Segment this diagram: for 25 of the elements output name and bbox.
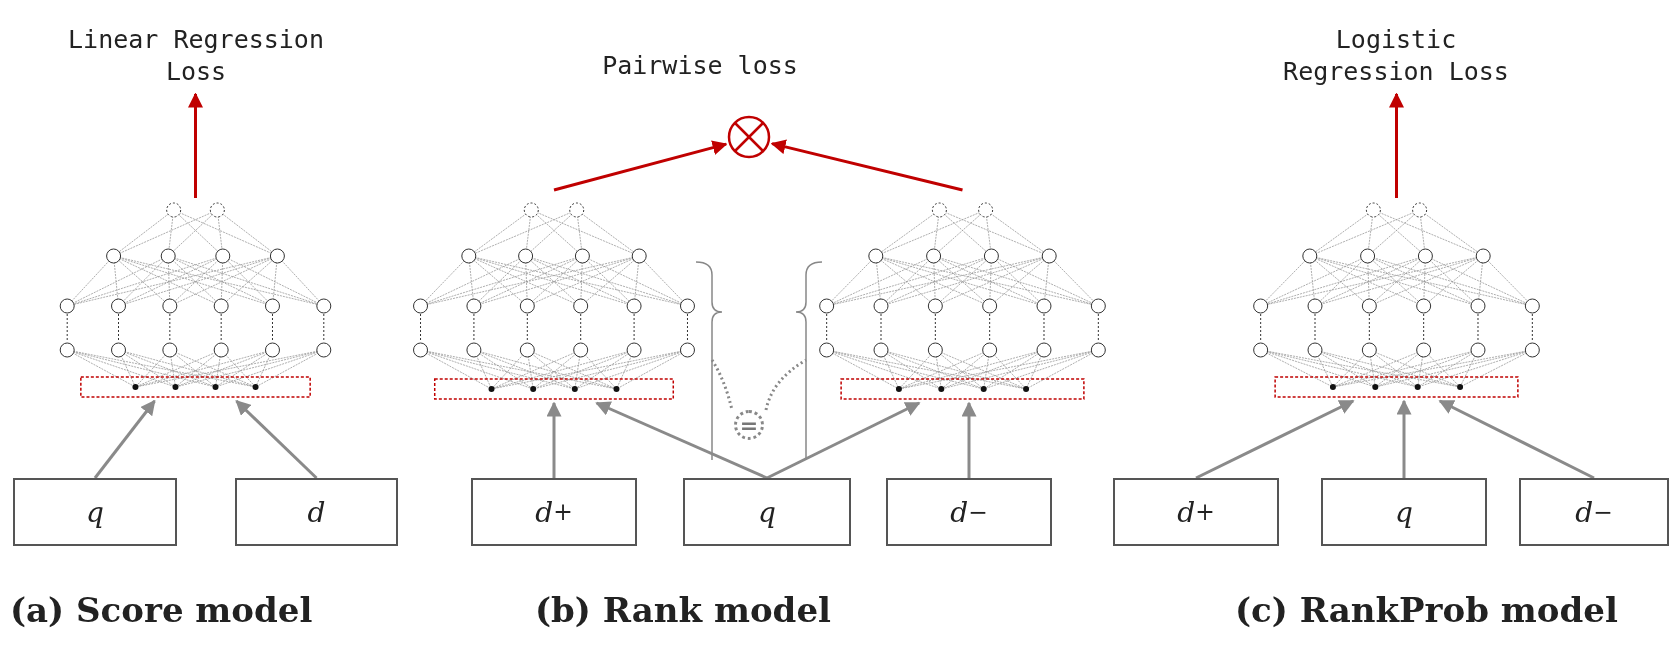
arrow (1389, 92, 1404, 198)
arrow (1195, 399, 1355, 480)
multiply-circle (727, 115, 771, 159)
arrow (961, 401, 977, 478)
input-box: q (1321, 478, 1487, 546)
input-box: d (235, 478, 398, 546)
arrow (188, 92, 203, 198)
panel-caption: (b) Rank model (535, 590, 831, 630)
input-box: q (683, 478, 851, 546)
panel-caption: (a) Score model (10, 590, 313, 630)
equals-sign: = (734, 410, 764, 440)
arrow (235, 399, 318, 480)
input-box: q (13, 478, 177, 546)
arrow (1396, 399, 1412, 478)
arrow (1438, 399, 1595, 480)
arrow (770, 139, 963, 192)
loss-label: Pairwise loss (601, 50, 799, 82)
loss-label: Linear Regression Loss (56, 24, 336, 94)
arrow (546, 401, 562, 478)
panel-caption: (c) RankProb model (1235, 590, 1618, 630)
arrow (553, 140, 728, 192)
arrow (93, 399, 156, 479)
arrow (766, 401, 921, 480)
arrow (595, 401, 768, 480)
loss-label: Logistic Regression Loss (1256, 24, 1536, 94)
